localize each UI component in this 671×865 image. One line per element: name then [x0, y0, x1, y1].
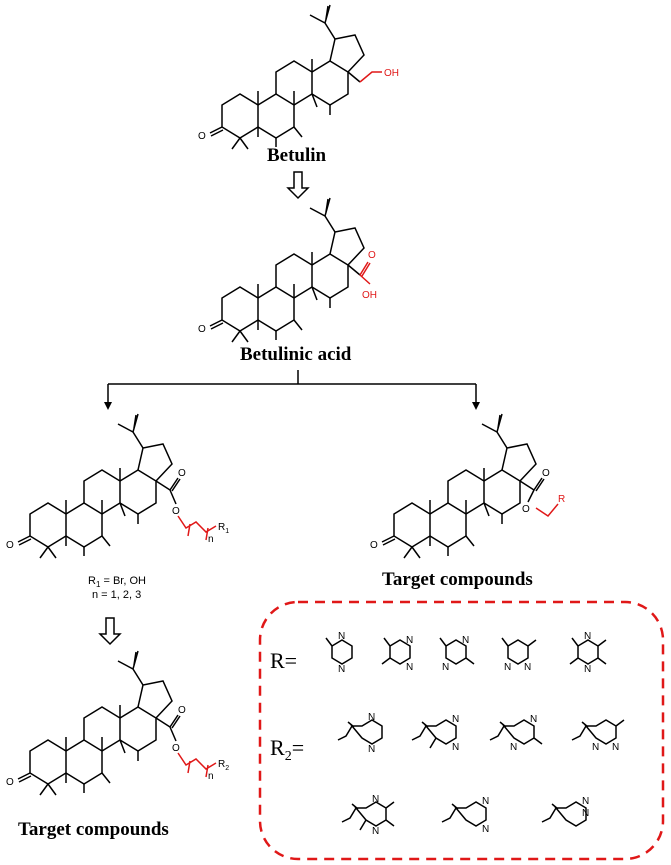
r2-acyl-6: N N [441, 796, 489, 835]
r2-acyl-4: N N [571, 719, 625, 753]
substituent-box [258, 600, 665, 861]
r2-substituents: N N N N N N N N N N N N N [337, 712, 625, 837]
r2-equals-label: R2= [270, 735, 304, 764]
r2-ester-o-2: O [172, 743, 180, 754]
svg-text:N: N [584, 664, 591, 675]
svg-text:N: N [504, 662, 511, 673]
svg-text:N: N [338, 631, 345, 642]
r2-acyl-3: N N [489, 714, 543, 753]
r-ester-o-2: O [522, 504, 530, 515]
svg-text:N: N [452, 742, 459, 753]
retro-arrow-1 [286, 171, 310, 200]
r-pyrazine-3: N N [439, 635, 475, 673]
betulin-o-label: O [198, 131, 206, 142]
intermediate-structure: O O R1 n O [6, 413, 229, 559]
r2-label: R2 [218, 759, 229, 772]
svg-text:N: N [510, 742, 517, 753]
svg-text:N: N [372, 794, 379, 805]
svg-text:N: N [612, 742, 619, 753]
svg-text:N: N [406, 635, 413, 646]
r-ketone-o: O [370, 540, 378, 551]
r2-acyl-2: N N [411, 714, 459, 753]
svg-text:N: N [406, 662, 413, 673]
svg-text:N: N [482, 796, 489, 807]
svg-text:N: N [582, 796, 589, 807]
r2-ester-o-1: O [178, 705, 186, 716]
branch-arrows [104, 370, 480, 410]
n2-label: n [208, 771, 214, 782]
svg-text:N: N [482, 824, 489, 835]
r-pyrazine-1: N N [325, 631, 353, 675]
n-label: n [208, 534, 214, 545]
r-pyrazine-4: N N [501, 637, 537, 673]
svg-text:N: N [530, 714, 537, 725]
betulin-structure: OH O [198, 4, 399, 150]
svg-text:N: N [462, 635, 469, 646]
ester-o-1: O [178, 468, 186, 479]
r2-acyl-5: N N [341, 794, 395, 837]
svg-text:N: N [592, 742, 599, 753]
acid-ketone-o-label: O [198, 324, 206, 335]
r1-label: R1 [218, 522, 229, 535]
svg-text:N: N [442, 662, 449, 673]
r-pyrazine-5: N N [569, 631, 607, 675]
ester-o-2: O [172, 506, 180, 517]
n-condition: n = 1, 2, 3 [92, 589, 141, 601]
r-ester-o-1: O [542, 468, 550, 479]
target-r2-structure: O O R2 n O [6, 650, 229, 796]
svg-text:N: N [368, 712, 375, 723]
svg-text:N: N [338, 664, 345, 675]
svg-text:N: N [584, 631, 591, 642]
retro-arrow-2 [98, 617, 122, 646]
r-substituents: N N N N N N N N N N [325, 631, 607, 675]
svg-text:N: N [452, 714, 459, 725]
betulinic-acid-structure: O OH O [198, 197, 377, 343]
t2-ketone-o: O [6, 777, 14, 788]
betulinic-acid-label: Betulinic acid [240, 344, 352, 365]
svg-text:N: N [582, 808, 589, 819]
svg-text:N: N [368, 744, 375, 755]
svg-text:N: N [524, 662, 531, 673]
svg-text:N: N [372, 826, 379, 837]
r-equals-label: R= [270, 648, 297, 673]
r2-acyl-7: N N [541, 796, 589, 827]
r2-acyl-1: N N [337, 712, 383, 755]
betulin-oh-label: OH [384, 68, 399, 79]
int-ketone-o: O [6, 540, 14, 551]
r-pyrazine-2: N N [381, 635, 413, 673]
acid-o-label: O [368, 250, 376, 261]
target-compounds-bottom: Target compounds [18, 819, 169, 840]
betulin-label: Betulin [267, 145, 327, 166]
r1-condition: R1 = Br, OH [88, 575, 146, 589]
acid-oh-label: OH [362, 290, 377, 301]
r-label: R [558, 494, 565, 505]
target-r-structure: O O R O [370, 413, 565, 559]
target-compounds-right: Target compounds [382, 569, 533, 590]
